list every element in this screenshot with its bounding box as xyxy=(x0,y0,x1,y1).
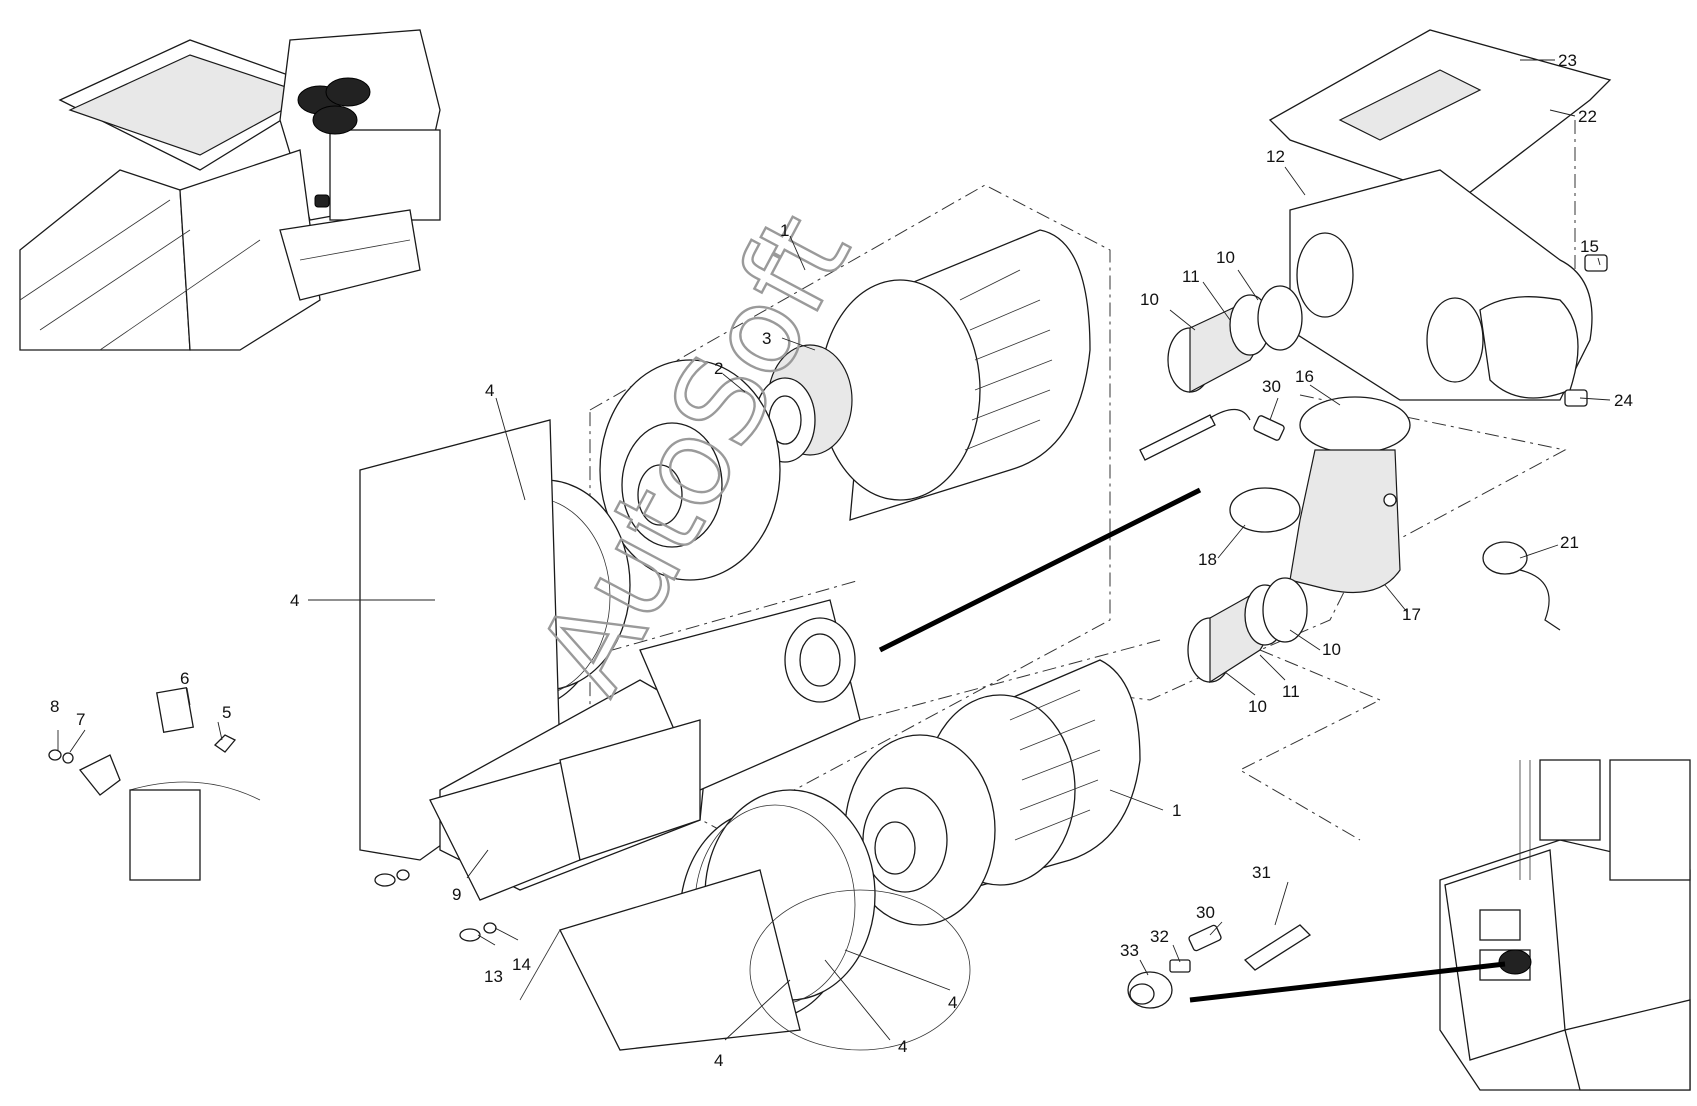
mounting-bracket xyxy=(429,719,701,901)
callout-10-lower-left: 10 xyxy=(1248,697,1267,716)
callout-33: 33 xyxy=(1120,941,1139,960)
callout-1-upper: 1 xyxy=(780,221,789,240)
callout-7: 7 xyxy=(76,710,85,729)
lower-air-filter-assembly xyxy=(844,659,1141,926)
callout-21: 21 xyxy=(1560,533,1579,552)
sensor-24 xyxy=(1564,389,1588,407)
leader-lines xyxy=(57,59,1611,1041)
callout-9: 9 xyxy=(452,885,461,904)
pointer-line xyxy=(878,487,1202,653)
callout-4-left-clamp: 4 xyxy=(290,591,299,610)
callout-15: 15 xyxy=(1580,237,1599,256)
upper-air-filter-assembly xyxy=(599,229,1091,581)
upper-hose-sleeve xyxy=(1167,285,1303,393)
callout-11-upper: 11 xyxy=(1182,267,1200,286)
highlighted-sensor-icon xyxy=(1498,949,1532,975)
callout-2: 2 xyxy=(714,359,723,378)
air-intake-duct xyxy=(1268,29,1612,401)
callout-32: 32 xyxy=(1150,927,1169,946)
pressure-switch-21 xyxy=(1482,541,1561,631)
assembly-boundaries xyxy=(399,120,1576,841)
callout-14: 14 xyxy=(512,955,531,974)
machine-overview-inset xyxy=(19,29,441,351)
callout-6: 6 xyxy=(180,669,189,688)
callout-18: 18 xyxy=(1198,550,1217,569)
callout-1-lower: 1 xyxy=(1172,801,1181,820)
callout-23: 23 xyxy=(1558,51,1577,70)
callout-4-lower-mid: 4 xyxy=(898,1037,907,1056)
callout-13: 13 xyxy=(484,967,503,986)
callout-24: 24 xyxy=(1614,391,1633,410)
elbow-hose xyxy=(1289,396,1411,594)
control-panel-inset xyxy=(1189,759,1691,1091)
callout-10-upper-right: 10 xyxy=(1216,248,1235,267)
callout-4-lower-right: 4 xyxy=(948,993,957,1012)
callout-5: 5 xyxy=(222,703,231,722)
hose-clamp xyxy=(1229,487,1301,533)
vacuum-hose-lower xyxy=(1127,924,1312,1009)
vacuum-hose-upper xyxy=(1139,408,1285,461)
highlighted-air-filters-icon xyxy=(297,77,371,208)
callout-17: 17 xyxy=(1402,605,1421,624)
callout-10-lower-right: 10 xyxy=(1322,640,1341,659)
callout-11-lower: 11 xyxy=(1282,682,1300,701)
callout-labels: 1 1 2 3 4 4 4 4 4 5 6 7 8 9 10 10 10 10 … xyxy=(50,51,1633,1070)
callout-30-upper: 30 xyxy=(1262,377,1281,396)
callout-12: 12 xyxy=(1266,147,1285,166)
callout-8: 8 xyxy=(50,697,59,716)
callout-22: 22 xyxy=(1578,107,1597,126)
callout-16: 16 xyxy=(1295,367,1314,386)
callout-31: 31 xyxy=(1252,863,1271,882)
callout-4-lower-left: 4 xyxy=(714,1051,723,1070)
callout-4-upper-clamp: 4 xyxy=(485,381,494,400)
callout-30-lower: 30 xyxy=(1196,903,1215,922)
lower-hose-sleeve xyxy=(1187,577,1308,684)
sensor-15 xyxy=(1584,254,1608,272)
callout-10-upper-left: 10 xyxy=(1140,290,1159,309)
small-fastener-parts xyxy=(48,686,497,942)
callout-3: 3 xyxy=(762,329,771,348)
